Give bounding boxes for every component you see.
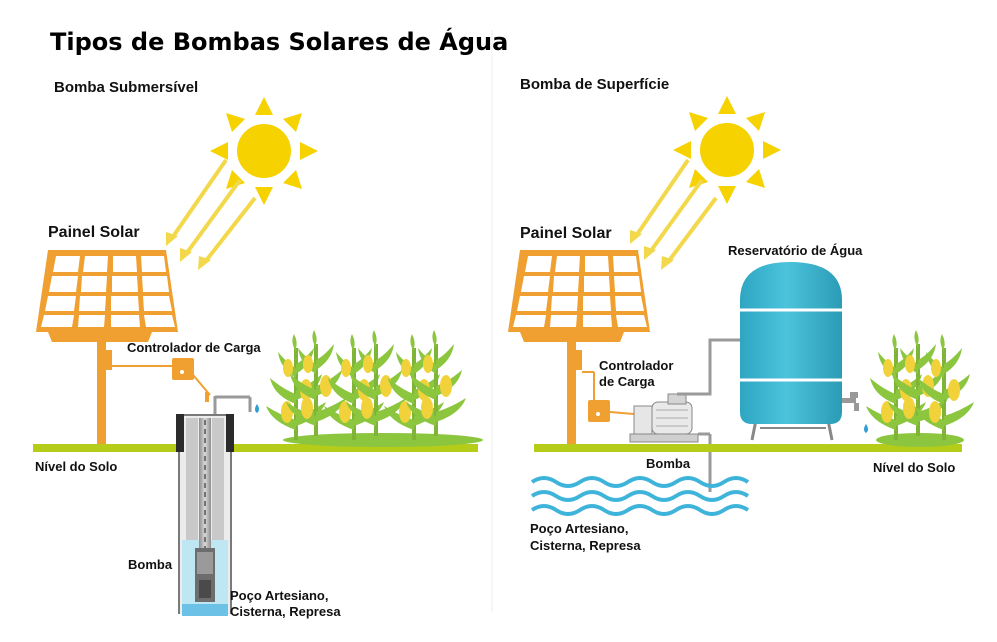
right-ground-line xyxy=(534,444,962,452)
right-panel-label: Painel Solar xyxy=(520,225,612,242)
right-controller-label-2: de Carga xyxy=(599,374,655,389)
right-water-source xyxy=(530,476,750,516)
left-panel-label: Painel Solar xyxy=(48,224,140,241)
right-controller-label-1: Controlador xyxy=(599,358,673,373)
left-crop-field xyxy=(266,330,483,447)
right-crop-field xyxy=(866,330,974,447)
right-well-label-2: Cisterna, Represa xyxy=(530,538,641,553)
right-heading: Bomba de Superfície xyxy=(520,76,669,93)
right-charge-controller xyxy=(582,371,635,422)
left-heading: Bomba Submersível xyxy=(54,79,198,96)
right-pipes xyxy=(677,338,742,492)
right-ground-label: Nível do Solo xyxy=(873,460,955,475)
right-sun-icon xyxy=(673,96,781,204)
left-ground-line xyxy=(33,444,478,452)
right-water-reservoir xyxy=(740,262,868,441)
right-surface-pump xyxy=(629,393,699,443)
left-well-label-2: Cisterna, Represa xyxy=(230,604,341,619)
left-outlet-pipe xyxy=(213,395,259,415)
right-reservoir-label: Reservatório de Água xyxy=(728,243,863,258)
page-title: Tipos de Bombas Solares de Água xyxy=(50,27,508,56)
left-charge-controller xyxy=(112,358,211,402)
right-solar-panel xyxy=(508,250,650,446)
left-sun-icon xyxy=(210,97,318,205)
left-submersible-pump xyxy=(195,548,215,602)
left-sun-rays xyxy=(166,158,257,270)
left-pump-label: Bomba xyxy=(128,557,173,572)
left-ground-label: Nível do Solo xyxy=(35,459,117,474)
left-solar-panel xyxy=(36,250,178,446)
right-sun-rays xyxy=(630,158,718,270)
right-pump-label: Bomba xyxy=(646,456,691,471)
left-controller-label: Controlador de Carga xyxy=(127,340,261,355)
right-well-label-1: Poço Artesiano, xyxy=(530,521,628,536)
left-well-label-1: Poço Artesiano, xyxy=(230,588,328,603)
